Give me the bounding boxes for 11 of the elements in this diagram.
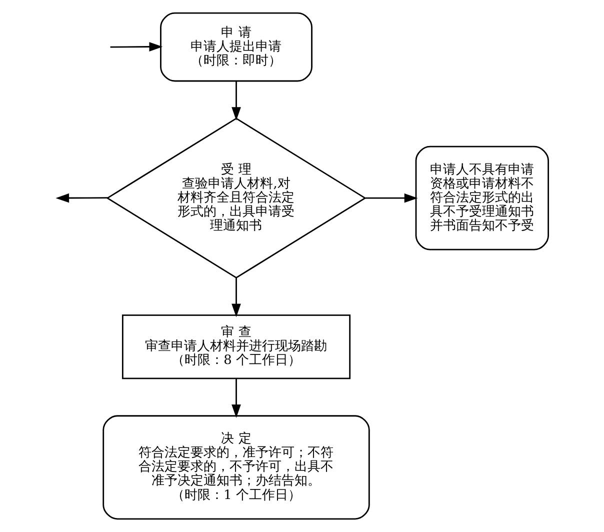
arrow xyxy=(231,278,240,318)
node-box: 审 查 审查申请人材料并进行现场踏勘 （时限：8 个工作日） xyxy=(121,314,350,380)
arrow xyxy=(231,81,240,120)
node-box: 申请人不具有申请资格或申请材料不符合法定形式的出具不予受理通知书并书面告知不予受 xyxy=(414,146,549,250)
arrow xyxy=(231,378,240,418)
node-diamond: 受 理 查验申请人材料,对材料齐全且符合法定形式的，出具申请受理通知书 xyxy=(106,118,366,279)
arrow xyxy=(55,193,108,203)
arrow xyxy=(364,193,418,203)
arrow xyxy=(110,42,162,52)
node-box: 决 定 符合法定要求的，准予许可；不符合法定要求的，不予许可，出具不准予决定通知书；办结告知。 （时限：1 个工作日） xyxy=(102,415,370,520)
node-box: 申 请 申请人提出申请 （时限：即时） xyxy=(160,12,312,82)
